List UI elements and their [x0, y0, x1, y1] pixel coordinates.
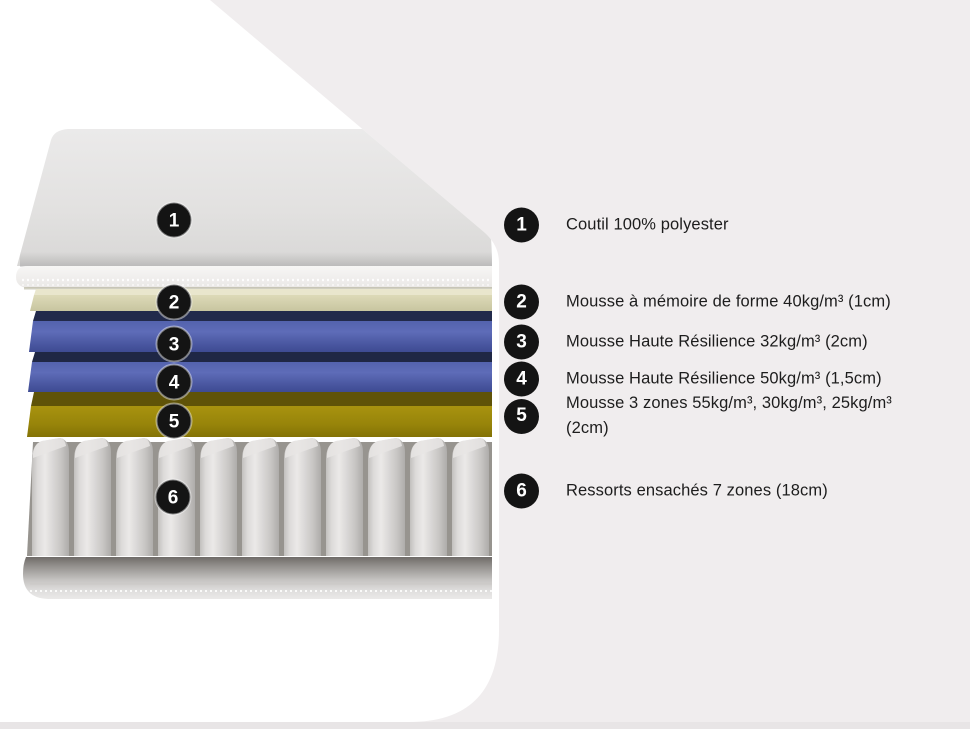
- legend-item-2: 2 Mousse à mémoire de forme 40kg/m³ (1cm…: [504, 284, 938, 320]
- legend-badge-2: 2: [504, 284, 539, 320]
- legend-badge-5: 5: [504, 398, 539, 434]
- layer-zone-foam: [27, 392, 492, 437]
- legend-label-1: Coutil 100% polyester: [566, 215, 729, 234]
- layer-marker-4: 4: [155, 363, 193, 401]
- svg-text:3: 3: [169, 335, 180, 356]
- layer-marker-5: 5: [155, 402, 193, 440]
- svg-text:1: 1: [169, 211, 180, 232]
- layer-memory-foam: [30, 289, 492, 311]
- legend-item-4: 4 Mousse Haute Résilience 50kg/m³ (1,5cm…: [504, 361, 938, 397]
- piping-shadow: [24, 287, 492, 290]
- layer-marker-3: 3: [155, 325, 193, 363]
- layer-marker-2: 2: [155, 283, 193, 321]
- layer-pocket-springs: [27, 438, 492, 556]
- legend-badge-3: 3: [504, 324, 539, 360]
- layer-marker-6: 6: [154, 478, 192, 516]
- legend-item-6: 6 Ressorts ensachés 7 zones (18cm): [504, 473, 938, 509]
- layer-bottom-cover: [23, 557, 492, 599]
- legend-item-3: 3 Mousse Haute Résilience 32kg/m³ (2cm): [504, 324, 938, 360]
- top-cover-piping: [16, 266, 492, 288]
- svg-text:6: 6: [168, 488, 179, 509]
- legend-label-5: Mousse 3 zones 55kg/m³, 30kg/m³, 25kg/m³…: [566, 394, 892, 437]
- top-cover-rolled-edge: [20, 252, 492, 267]
- legend-badge-4: 4: [504, 361, 539, 397]
- legend-item-5: 5 Mousse 3 zones 55kg/m³, 30kg/m³, 25kg/…: [504, 391, 938, 441]
- legend-label-6: Ressorts ensachés 7 zones (18cm): [566, 481, 828, 500]
- legend-badge-1: 1: [504, 207, 539, 243]
- svg-text:2: 2: [169, 293, 180, 314]
- layer-hr-foam-50: [28, 352, 492, 392]
- layer-top-cover: [17, 129, 492, 266]
- legend-item-1: 1 Coutil 100% polyester: [504, 207, 938, 243]
- layer-hr-foam-32: [29, 311, 492, 352]
- legend-label-4: Mousse Haute Résilience 50kg/m³ (1,5cm): [566, 369, 882, 388]
- layer-marker-1: 1: [155, 201, 193, 239]
- legend-label-3: Mousse Haute Résilience 32kg/m³ (2cm): [566, 332, 868, 351]
- legend-badge-6: 6: [504, 473, 539, 509]
- svg-text:5: 5: [169, 412, 180, 433]
- svg-text:4: 4: [169, 373, 180, 394]
- legend-label-2: Mousse à mémoire de forme 40kg/m³ (1cm): [566, 292, 891, 311]
- bottom-strip: [0, 722, 970, 729]
